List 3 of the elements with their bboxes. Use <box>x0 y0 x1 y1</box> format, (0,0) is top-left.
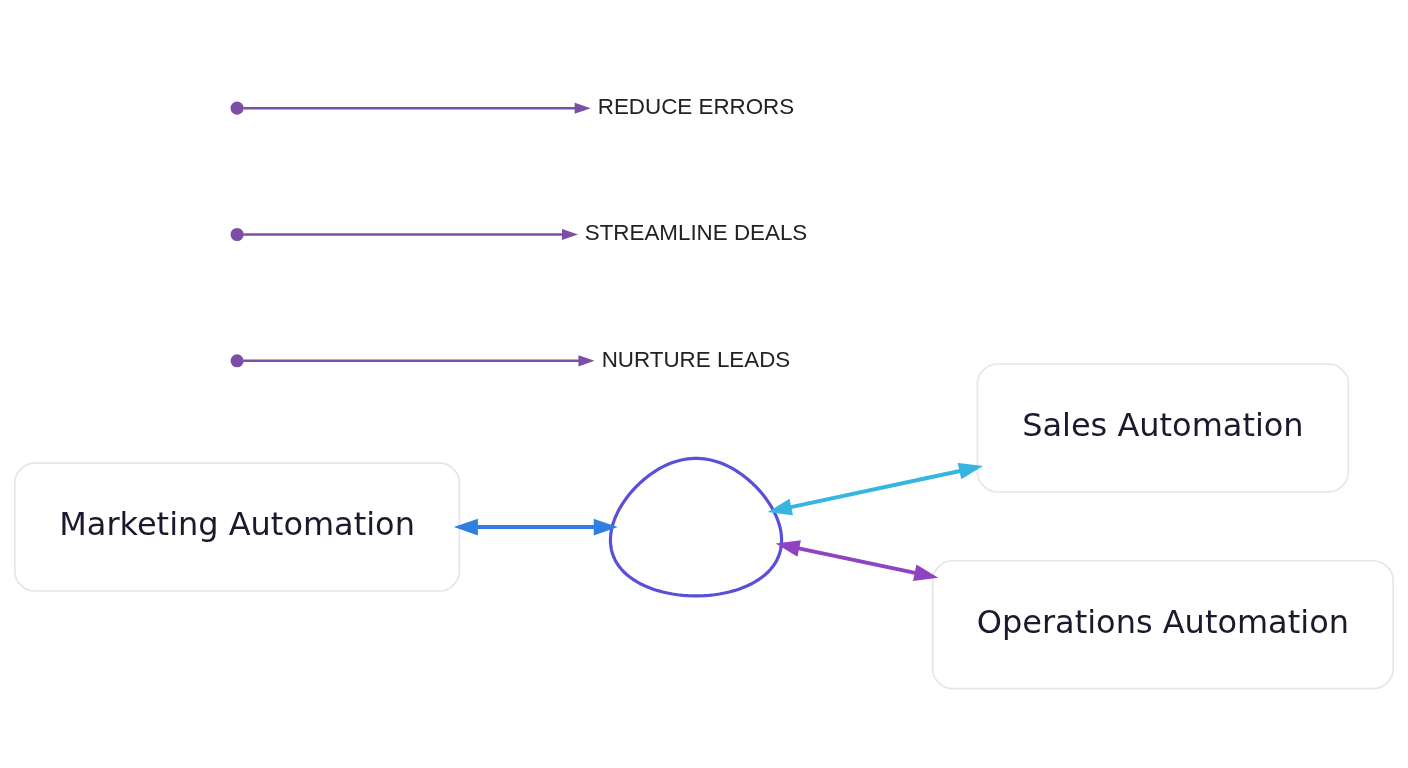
node-text: NURTURE LEADS <box>601 346 791 372</box>
node-text: REDUCE ERRORS <box>597 94 795 120</box>
node-text: STREAMLINE DEALS <box>584 220 808 246</box>
